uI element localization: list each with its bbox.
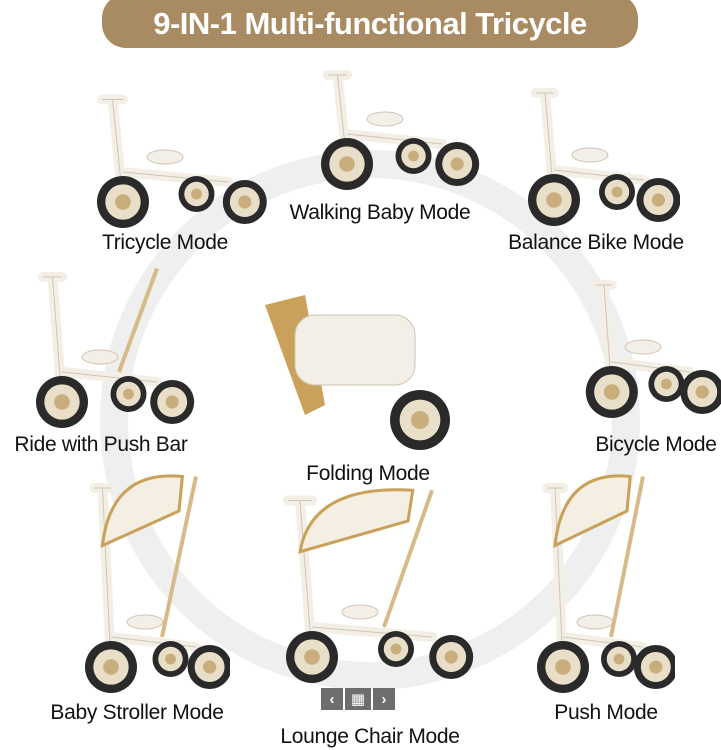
carousel-grid-button[interactable]: ▦ [345,688,371,710]
bicycle-image [565,270,721,425]
baby-stroller-image [60,465,232,700]
mode-label-push-bar: Ride with Push Bar [14,433,188,456]
walking-baby-image [290,62,480,197]
mode-label-walking-baby: Walking Baby Mode [289,201,471,224]
carousel-next-button[interactable]: › [373,688,395,710]
mode-label-push: Push Mode [554,701,658,724]
carousel-controls: ‹ ▦ › [321,688,395,710]
push-bar-image [5,260,195,435]
tricycle-image [60,85,270,235]
mode-label-baby-stroller: Baby Stroller Mode [50,701,224,724]
balance-bike-image [500,78,681,233]
mode-label-bicycle: Bicycle Mode [595,433,717,456]
mode-label-lounge-chair: Lounge Chair Mode [280,725,460,748]
mode-label-folding: Folding Mode [306,462,430,485]
page-title: 9-IN-1 Multi-functional Tricycle [102,0,638,48]
mode-label-tricycle: Tricycle Mode [101,231,229,254]
push-mode-image [515,465,678,700]
lounge-chair-image [240,480,480,690]
mode-label-balance-bike: Balance Bike Mode [508,231,684,254]
folding-image [265,295,465,460]
carousel-prev-button[interactable]: ‹ [321,688,343,710]
